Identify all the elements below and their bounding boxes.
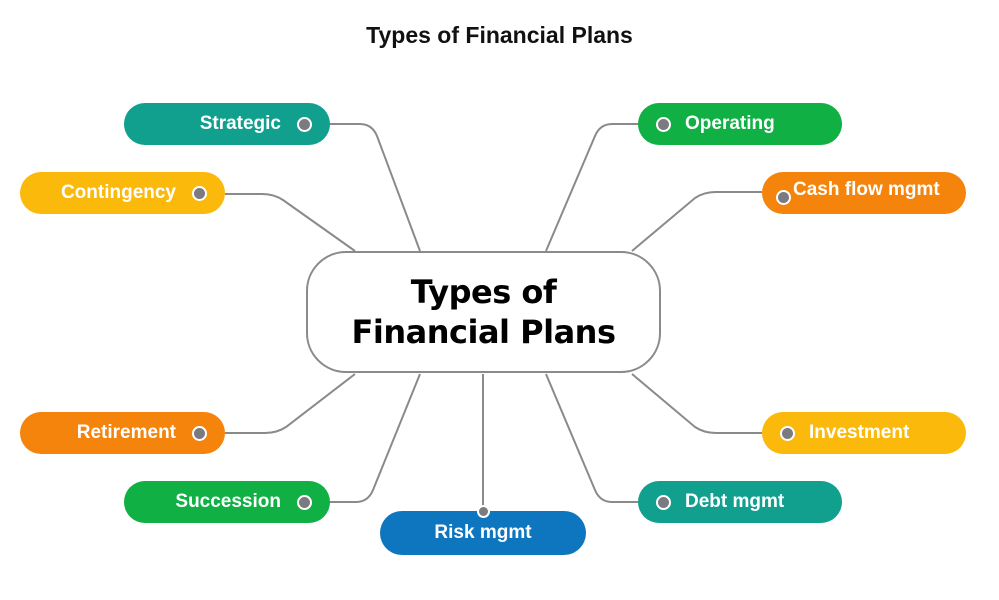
node-cash-flow-mgmt[interactable]: Cash flow mgmt bbox=[762, 172, 966, 214]
center-line-2: Financial Plans bbox=[351, 313, 616, 351]
node-label: Contingency bbox=[60, 182, 176, 203]
center-line-1: Types of bbox=[410, 273, 557, 311]
node-investment[interactable]: Investment bbox=[762, 412, 966, 454]
connector-contingency bbox=[225, 193, 356, 252]
connector-succession bbox=[330, 373, 421, 503]
connector-dot-icon bbox=[297, 494, 312, 510]
connector-dot-icon bbox=[192, 425, 207, 441]
connector-dot-icon bbox=[656, 116, 671, 132]
node-operating[interactable]: Operating bbox=[638, 103, 842, 145]
connector-debt bbox=[545, 373, 638, 503]
connector-dot-icon bbox=[477, 505, 490, 518]
node-debt-mgmt[interactable]: Debt mgmt bbox=[638, 481, 842, 523]
connector-dot-icon bbox=[192, 185, 207, 201]
connector-dot-icon bbox=[780, 425, 795, 441]
connector-operating bbox=[545, 123, 638, 252]
node-risk-mgmt[interactable]: Risk mgmt bbox=[380, 511, 586, 555]
center-node[interactable]: Types of Financial Plans bbox=[306, 251, 661, 373]
node-label: Investment bbox=[809, 422, 910, 443]
node-label: Succession bbox=[175, 491, 281, 512]
page-title: Types of Financial Plans bbox=[366, 22, 633, 48]
connector-investment bbox=[631, 373, 762, 434]
node-succession[interactable]: Succession bbox=[124, 481, 330, 523]
connector-strategic bbox=[330, 123, 421, 252]
node-label: Debt mgmt bbox=[685, 491, 785, 512]
node-contingency[interactable]: Contingency bbox=[20, 172, 225, 214]
node-label: Retirement bbox=[76, 422, 176, 443]
connector-dot-icon bbox=[297, 116, 312, 132]
node-strategic[interactable]: Strategic bbox=[124, 103, 330, 145]
connector-cash-flow bbox=[631, 191, 762, 252]
node-label: Strategic bbox=[199, 113, 281, 134]
node-label: Cash flow mgmt bbox=[793, 179, 940, 200]
node-retirement[interactable]: Retirement bbox=[20, 412, 225, 454]
node-label: Risk mgmt bbox=[434, 522, 532, 543]
connector-retirement bbox=[225, 373, 356, 434]
connector-dot-icon bbox=[656, 494, 671, 510]
connector-dot-icon bbox=[776, 189, 791, 205]
node-label: Operating bbox=[685, 113, 775, 134]
